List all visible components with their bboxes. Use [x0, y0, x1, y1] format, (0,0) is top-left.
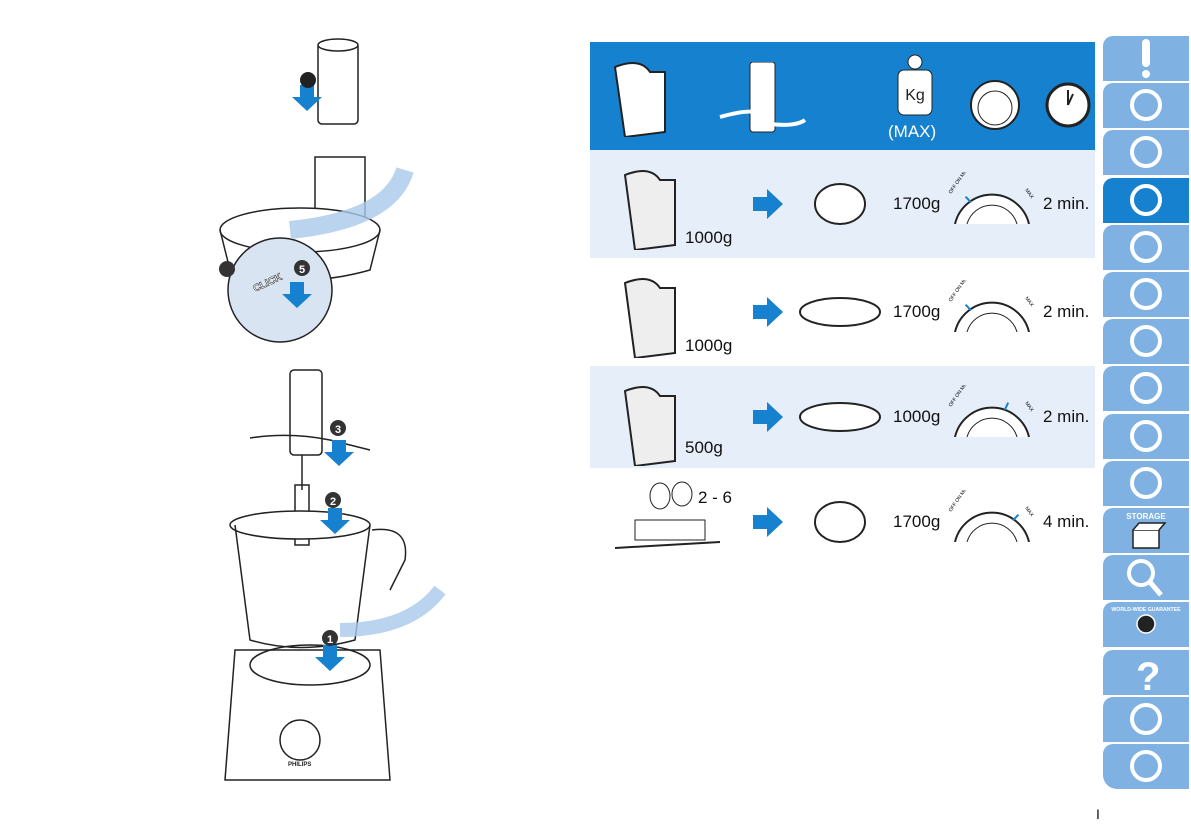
sidebar-tab-unlock[interactable]	[1103, 83, 1189, 129]
table-header: Kg (MAX)	[590, 42, 1095, 150]
table-row: 2 - 6 1700g OFF ON MIN MAX 4 min.	[590, 468, 1095, 576]
flour-bag-icon	[613, 62, 666, 137]
ingredient-amount: 1000g	[685, 228, 733, 247]
important-icon	[1142, 39, 1150, 78]
weight-value: 1700g	[893, 512, 941, 531]
arrow-right-icon	[753, 402, 783, 432]
weight-icon: Kg	[897, 54, 933, 116]
svg-text:Kg: Kg	[905, 87, 925, 104]
time-value: 2 min.	[1043, 407, 1090, 426]
sidebar-tab-manual[interactable]	[1103, 744, 1189, 789]
page-number: I	[1096, 806, 1100, 822]
sidebar-tab-storage[interactable]: STORAGE	[1103, 508, 1189, 553]
sidebar-tab-question[interactable]: ?	[1103, 649, 1189, 695]
svg-text:3: 3	[335, 424, 341, 436]
sidebar-tab-important[interactable]	[1103, 36, 1189, 81]
svg-text:MAX: MAX	[1023, 296, 1035, 309]
svg-text:MAX: MAX	[1023, 401, 1035, 414]
magnifier-icon	[1127, 559, 1163, 597]
step-2-badge: 2	[325, 492, 341, 508]
sidebar-tab-disc[interactable]	[1103, 224, 1189, 270]
pie-icon	[799, 402, 881, 432]
storage-icon: STORAGE	[1126, 512, 1167, 549]
table-row: 1000g 1700g OFF ON MIN MAX 2 min.	[590, 150, 1095, 258]
clock-icon	[1045, 82, 1091, 128]
brand-label: PHILIPS	[288, 762, 311, 768]
weight-value: 1700g	[893, 302, 941, 321]
svg-text:2: 2	[330, 496, 336, 508]
svg-text:OFF ON MIN: OFF ON MIN	[948, 490, 970, 513]
svg-text:OFF ON MIN: OFF ON MIN	[948, 172, 970, 195]
question-icon: ?	[1136, 655, 1160, 695]
svg-text:5: 5	[299, 264, 305, 276]
disposal-icon	[1130, 702, 1162, 735]
manual-icon	[1130, 750, 1162, 782]
unlock-icon	[1130, 89, 1162, 122]
guarantee-label: WORLD-WIDE GUARANTEE	[1111, 607, 1181, 613]
citrus-press-icon	[1130, 325, 1162, 358]
time-value: 2 min.	[1043, 302, 1090, 321]
eggs-butter-icon	[614, 481, 720, 549]
ingredient-amount: 2 - 6	[698, 488, 733, 507]
sidebar-tab-tap[interactable]	[1103, 460, 1189, 506]
svg-text:OFF ON MIN: OFF ON MIN	[948, 385, 970, 408]
sidebar-tab-food-processor[interactable]	[1103, 366, 1189, 412]
sidebar-tab-disposal[interactable]	[1103, 696, 1189, 742]
sidebar-tab-magnifier[interactable]	[1103, 555, 1189, 601]
storage-label: STORAGE	[1126, 512, 1166, 521]
guarantee-icon: WORLD-WIDE GUARANTEE	[1111, 607, 1181, 635]
step-3-badge: 3	[330, 420, 346, 436]
time-value: 4 min.	[1043, 512, 1090, 531]
speed-dial: OFF ON MIN MAX	[948, 280, 1035, 332]
speed-dial: OFF ON MIN MAX	[948, 385, 1035, 437]
time-value: 2 min.	[1043, 194, 1090, 213]
pizza-icon	[799, 297, 881, 327]
sidebar-tab-citrus-press[interactable]	[1103, 319, 1189, 365]
speed-dial: OFF ON MIN MAX	[948, 172, 1035, 224]
flour-bag-icon	[623, 386, 676, 466]
svg-text:OFF ON MIN: OFF ON MIN	[948, 280, 970, 303]
sidebar-tab-kneading-blade-active[interactable]	[1103, 177, 1189, 223]
sidebar-tab-blade-holder[interactable]	[1103, 272, 1189, 317]
speed-dial: OFF ON MIN MAX	[948, 490, 1035, 542]
sidebar-tab-guarantee[interactable]: WORLD-WIDE GUARANTEE	[1103, 602, 1189, 648]
arrow-right-icon	[753, 189, 783, 219]
step-1-badge: 1	[322, 630, 338, 646]
kneading-blade-icon	[1130, 136, 1162, 169]
table-row: 500g 1000g OFF ON MIN MAX 2 min.	[590, 366, 1095, 468]
bread-icon	[814, 183, 866, 225]
arrow-right-icon	[753, 297, 783, 327]
jug-icon	[1130, 419, 1162, 452]
svg-text:MAX: MAX	[1023, 506, 1035, 519]
table-row: 1000g 1700g OFF ON MIN MAX 2 min.	[590, 258, 1095, 366]
weight-value: 1000g	[893, 407, 941, 426]
speed-dial-icon	[970, 80, 1020, 130]
svg-text:1: 1	[327, 634, 333, 646]
blade-holder-icon	[1130, 278, 1162, 310]
sidebar-tab-kneading-blade[interactable]	[1103, 130, 1189, 176]
assembly-illustration: 5 3 2 1 CLICK PHILIPS	[219, 38, 446, 781]
arrow-right-icon	[753, 507, 783, 537]
kneading-blade-icon	[1130, 183, 1162, 216]
cake-icon	[814, 501, 866, 543]
svg-text:MAX: MAX	[1023, 188, 1035, 201]
tap-icon	[1130, 466, 1162, 499]
flour-bag-icon	[623, 170, 676, 250]
max-weight-label: (MAX)	[888, 122, 937, 141]
weight-value: 1700g	[893, 194, 941, 213]
disc-icon	[1130, 230, 1162, 263]
ingredient-amount: 1000g	[685, 336, 733, 355]
kneading-blade-icon	[719, 62, 807, 133]
step-5-badge: 5	[294, 260, 310, 276]
svg-text:?: ?	[1136, 655, 1160, 695]
ingredient-amount: 500g	[685, 438, 723, 457]
flour-bag-icon	[623, 278, 676, 358]
sidebar-tab-jug[interactable]	[1103, 413, 1189, 459]
food-processor-icon	[1130, 372, 1162, 405]
